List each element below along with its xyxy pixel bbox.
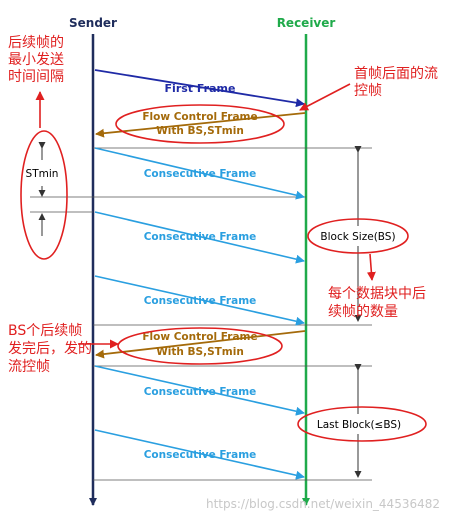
flow-control-arrow-2: [95, 330, 306, 359]
note-bs-line2: 续帧的数量: [328, 303, 398, 320]
block-size-highlight: [307, 218, 409, 254]
flow-control-2-label-line1: Flow Control Frame: [142, 331, 257, 343]
consecutive-frame-arrow-1: [94, 147, 305, 200]
note-fc2-line3: 流控帧: [8, 359, 50, 375]
consecutive-frame-arrow-5: [94, 429, 305, 480]
flow-control-1-highlight: [115, 104, 285, 144]
note-bs-arrow: [366, 253, 376, 281]
note-stmin-line3: 时间间隔: [8, 69, 64, 85]
consecutive-frame-arrow-3: [94, 275, 305, 326]
flow-control-1-label-line1: Flow Control Frame: [142, 111, 257, 123]
first-frame-arrow: [94, 69, 305, 108]
reference-lines: [30, 147, 372, 481]
first-frame-label: First Frame: [165, 82, 236, 95]
consecutive-frame-1-label: Consecutive Frame: [144, 168, 257, 180]
consecutive-frame-5-label: Consecutive Frame: [144, 449, 257, 461]
note-bs-line1: 每个数据块中后: [328, 286, 426, 302]
note-fc2-line2: 发完后，发的: [8, 341, 92, 357]
note-stmin-line1: 后续帧的: [8, 34, 64, 51]
note-fc-line2: 控帧: [354, 83, 382, 99]
consecutive-frame-2-label: Consecutive Frame: [144, 231, 257, 243]
sender-label: Sender: [69, 16, 117, 30]
watermark: https://blog.csdn.net/weixin_44536482: [206, 497, 440, 511]
note-fc-arrow: [299, 83, 351, 111]
consecutive-frame-arrow-2: [94, 211, 305, 264]
last-block-label: Last Block(≤BS): [317, 419, 401, 431]
last-block-highlight: [297, 406, 427, 442]
receiver-label: Receiver: [277, 16, 336, 30]
flow-control-1-label-line2: With BS,STmin: [156, 125, 244, 137]
last-block-label-bg: [310, 414, 408, 434]
note-stmin-line2: 最小发送: [8, 52, 64, 68]
consecutive-frame-4-label: Consecutive Frame: [144, 386, 257, 398]
flow-control-2-label-line2: With BS,STmin: [156, 346, 244, 358]
note-fc2-line1: BS个后续帧: [8, 322, 82, 339]
consecutive-frame-arrow-4: [94, 365, 305, 416]
stmin-highlight: [20, 130, 68, 260]
stmin-label: STmin: [26, 168, 59, 180]
note-fc-line1: 首帧后面的流: [354, 66, 438, 82]
flow-control-arrow-1: [95, 112, 306, 138]
block-size-label: Block Size(BS): [320, 231, 395, 243]
consecutive-frame-3-label: Consecutive Frame: [144, 295, 257, 307]
block-size-label-bg: [316, 226, 400, 246]
